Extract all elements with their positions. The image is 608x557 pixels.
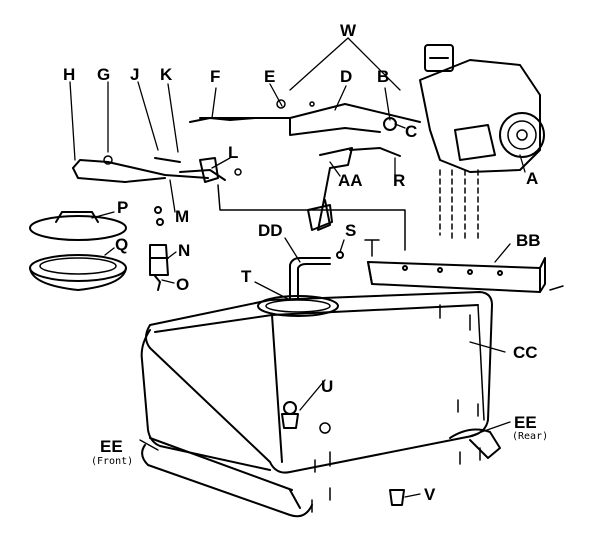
label-L: L: [228, 143, 239, 162]
label-U: U: [321, 377, 334, 396]
hardware: [103, 99, 564, 513]
mounting-bracket: [367, 257, 546, 293]
air-cleaner: [29, 211, 127, 291]
label-D: D: [340, 67, 353, 86]
label-EE-rear: EE: [514, 413, 537, 432]
label-A: A: [526, 169, 539, 188]
label-O: O: [176, 275, 190, 294]
fuel-filter: [149, 206, 169, 291]
label-DD: DD: [258, 221, 283, 240]
label-M: M: [175, 207, 190, 226]
label-P: P: [117, 198, 129, 217]
fuel-tank: [140, 291, 493, 474]
label-G: G: [97, 65, 111, 84]
label-W: W: [340, 21, 357, 40]
label-K: K: [160, 65, 173, 84]
label-CC: CC: [513, 343, 538, 362]
label-S: S: [345, 221, 357, 240]
label-BB: BB: [516, 231, 541, 250]
engine: [419, 44, 545, 241]
label-T: T: [241, 267, 252, 286]
caption-front: (Front): [91, 456, 134, 467]
linkage-rods: [72, 103, 421, 183]
label-C: C: [405, 122, 418, 141]
leader-lines: [69, 37, 526, 498]
label-J: J: [130, 65, 140, 84]
label-E: E: [264, 67, 276, 86]
label-V: V: [424, 485, 436, 504]
label-H: H: [63, 65, 76, 84]
label-N: N: [178, 241, 191, 260]
tank-rails: [141, 428, 501, 518]
label-B: B: [377, 67, 390, 86]
throttle-bracket: [199, 147, 406, 251]
label-Q: Q: [115, 235, 129, 254]
caption-rear: (Rear): [512, 431, 549, 442]
label-R: R: [393, 171, 406, 190]
label-EE-front: EE: [100, 437, 123, 456]
label-F: F: [210, 67, 221, 86]
fuel-valve: [281, 401, 405, 506]
label-AA: AA: [338, 171, 363, 190]
